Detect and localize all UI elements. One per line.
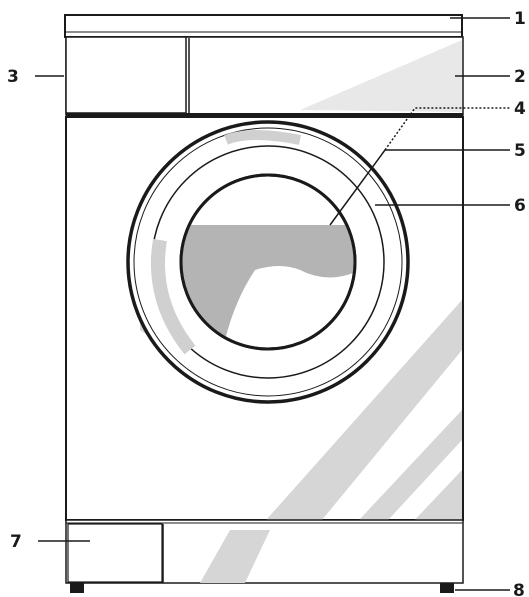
callout-8: 8 [513, 581, 525, 597]
detergent-drawer [65, 36, 187, 114]
filter-cover [67, 523, 163, 583]
callout-4: 4 [514, 99, 526, 119]
door [126, 120, 410, 404]
foot-left [70, 583, 84, 593]
kick-panel [65, 519, 464, 584]
callout-7: 7 [10, 532, 22, 552]
top-panel [64, 14, 463, 38]
callout-6: 6 [514, 196, 526, 216]
foot-right [440, 583, 454, 593]
callout-1: 1 [514, 9, 526, 29]
callout-5: 5 [514, 141, 526, 161]
callout-3: 3 [7, 67, 19, 87]
control-panel [65, 36, 464, 118]
callout-2: 2 [514, 67, 526, 87]
